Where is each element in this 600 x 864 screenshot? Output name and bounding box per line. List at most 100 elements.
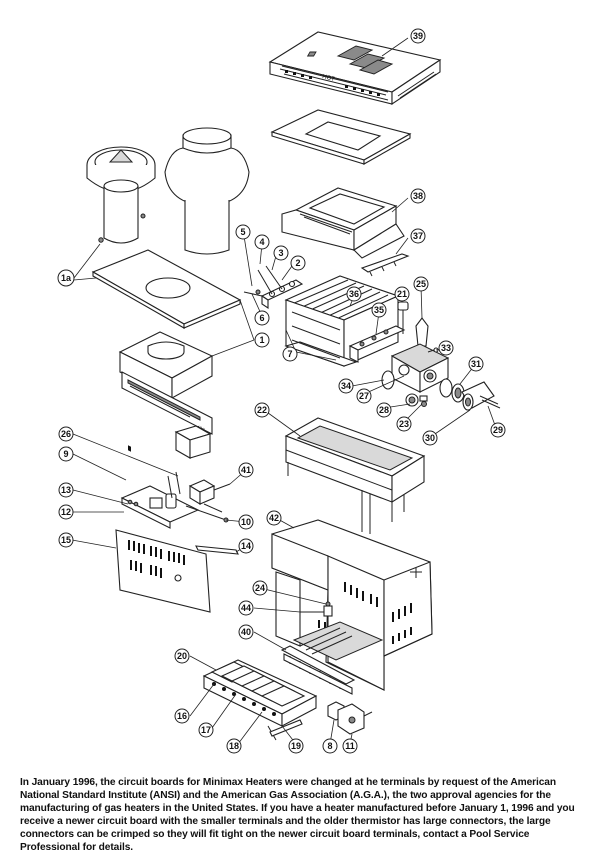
union-fittings	[419, 378, 501, 411]
svg-text:22: 22	[257, 405, 267, 415]
svg-text:23: 23	[399, 419, 409, 429]
svg-text:5: 5	[240, 227, 245, 237]
svg-text:18: 18	[229, 741, 239, 751]
callout-31: 31	[468, 356, 484, 372]
callout-10: 10	[238, 514, 254, 530]
callout-21: 21	[394, 286, 410, 302]
callout-12: 12	[58, 504, 74, 520]
vent-cap-left	[86, 146, 156, 244]
callout-28: 28	[376, 402, 392, 418]
callout-9: 9	[58, 446, 74, 462]
callout-30: 30	[422, 430, 438, 446]
svg-text:1: 1	[259, 335, 264, 345]
callout-16: 16	[174, 708, 190, 724]
combustion-chamber	[284, 417, 426, 534]
svg-text:6: 6	[259, 313, 264, 323]
transformer	[188, 479, 231, 513]
svg-text:37: 37	[413, 231, 423, 241]
svg-text:11: 11	[345, 741, 355, 751]
callout-18: 18	[226, 738, 242, 754]
svg-text:29: 29	[493, 425, 503, 435]
burner-rail	[280, 645, 356, 695]
svg-text:9: 9	[63, 449, 68, 459]
front-panel	[115, 529, 211, 613]
panel-strip	[195, 545, 239, 555]
callout-5: 5	[235, 224, 251, 240]
flue-collector	[281, 187, 405, 259]
callout-1: 1	[254, 332, 270, 348]
callout-6: 6	[254, 310, 270, 326]
svg-text:8: 8	[327, 741, 332, 751]
callout-42: 42	[266, 510, 282, 526]
exploded-parts-diagram: HOT	[57, 28, 506, 754]
callout-29: 29	[490, 422, 506, 438]
svg-text:40: 40	[241, 627, 251, 637]
callout-37: 37	[410, 228, 426, 244]
callout-20: 20	[174, 648, 190, 664]
svg-text:26: 26	[61, 429, 71, 439]
svg-text:36: 36	[349, 289, 359, 299]
svg-text:2: 2	[295, 258, 300, 268]
svg-text:27: 27	[359, 391, 369, 401]
header-hardware	[243, 265, 304, 310]
svg-text:38: 38	[413, 191, 423, 201]
svg-text:16: 16	[177, 711, 187, 721]
callout-24: 24	[252, 580, 268, 596]
svg-text:14: 14	[241, 541, 251, 551]
callout-17: 17	[198, 722, 214, 738]
callout-33: 33	[438, 340, 454, 356]
svg-text:7: 7	[287, 349, 292, 359]
top-cover: HOT	[268, 31, 442, 106]
callout-39: 39	[410, 28, 426, 44]
control-board	[120, 425, 229, 529]
svg-text:33: 33	[441, 343, 451, 353]
svg-text:24: 24	[255, 583, 265, 593]
callout-11: 11	[342, 738, 358, 754]
callout-25: 25	[413, 276, 429, 292]
svg-text:1a: 1a	[61, 273, 72, 283]
callout-41: 41	[238, 462, 254, 478]
svg-text:31: 31	[471, 359, 481, 369]
svg-text:17: 17	[201, 725, 211, 735]
svg-text:30: 30	[425, 433, 435, 443]
svg-text:3: 3	[278, 248, 283, 258]
callout-27: 27	[356, 388, 372, 404]
svg-text:28: 28	[379, 405, 389, 415]
vent-plate	[91, 249, 242, 329]
callout-14: 14	[238, 538, 254, 554]
callout-1a: 1a	[57, 269, 75, 287]
vent-adapter-box	[118, 331, 214, 399]
callout-7: 7	[282, 346, 298, 362]
callout-44: 44	[238, 600, 254, 616]
header-bolts	[348, 325, 406, 363]
gas-valve	[327, 701, 373, 735]
callout-35: 35	[371, 302, 387, 318]
callout-36: 36	[346, 286, 362, 302]
svg-text:10: 10	[241, 517, 251, 527]
callout-2: 2	[290, 255, 306, 271]
callout-40: 40	[238, 624, 254, 640]
callout-3: 3	[273, 245, 289, 261]
callout-8: 8	[322, 738, 338, 754]
vent-cap-center	[164, 127, 250, 255]
callout-23: 23	[396, 416, 412, 432]
callout-22: 22	[254, 402, 270, 418]
circuit-board-note: In January 1996, the circuit boards for …	[20, 777, 575, 853]
cabinet	[271, 519, 433, 691]
burner-tray	[202, 659, 318, 741]
callout-38: 38	[410, 188, 426, 204]
svg-text:20: 20	[177, 651, 187, 661]
callout-34: 34	[338, 378, 354, 394]
rail-part	[360, 253, 410, 277]
heat-exchanger	[284, 275, 400, 367]
svg-text:25: 25	[416, 279, 426, 289]
svg-text:13: 13	[61, 485, 71, 495]
svg-text:44: 44	[241, 603, 251, 613]
top-tray	[270, 109, 412, 165]
hot-marking: HOT	[322, 74, 336, 83]
svg-text:4: 4	[259, 237, 264, 247]
callout-4: 4	[254, 234, 270, 250]
svg-text:42: 42	[269, 513, 279, 523]
svg-text:21: 21	[397, 289, 407, 299]
pilot-assembly	[300, 601, 333, 617]
